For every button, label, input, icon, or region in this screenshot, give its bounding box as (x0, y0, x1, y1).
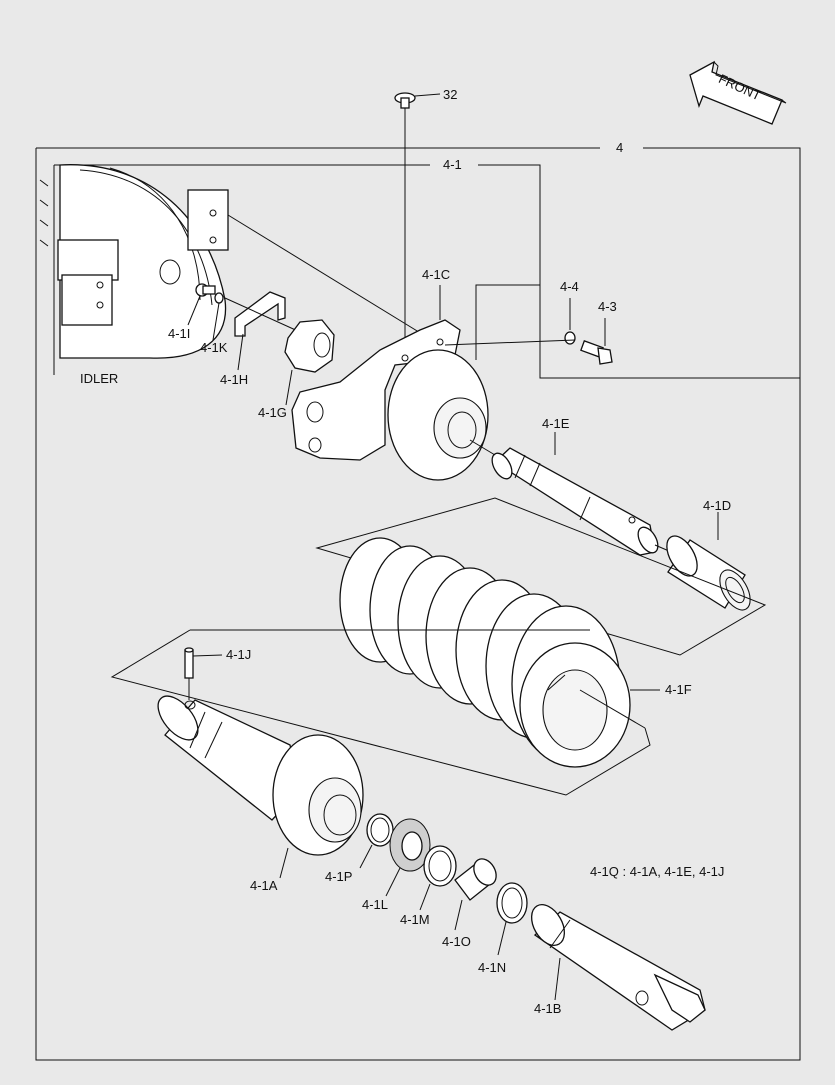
part-4-1L-bearing (385, 818, 431, 897)
part-4-1K-washer (212, 292, 224, 341)
part-4-3-bolt (580, 318, 613, 365)
part-4-1A-rod (157, 695, 364, 879)
label-4-1P: 4-1P (325, 869, 352, 884)
label-4-1J: 4-1J (226, 647, 251, 662)
outer-frame (35, 147, 801, 1061)
label-4-1E: 4-1E (542, 416, 570, 431)
part-4-1O-bushing (454, 858, 497, 931)
label-4-3: 4-3 (598, 299, 617, 314)
note-4-1Q: 4-1Q : 4-1A, 4-1E, 4-1J (590, 864, 724, 879)
part-4-4-washer (564, 298, 576, 345)
label-4-1G: 4-1G (258, 405, 287, 420)
part-4-1E-rod (469, 432, 691, 561)
label-4-1B: 4-1B (534, 1001, 561, 1016)
label-4-1D: 4-1D (703, 498, 731, 513)
idler-label: IDLER (80, 371, 118, 386)
part-4-1H-bracket (234, 291, 286, 371)
part-4-1P-snap-ring (359, 813, 394, 869)
part-4-1J-pin (184, 647, 223, 700)
part-4-1G-nut (284, 319, 335, 406)
label-4-1I: 4-1I (168, 326, 190, 341)
label-4-1K: 4-1K (200, 340, 228, 355)
label-4-1: 4-1 (443, 157, 462, 172)
part-4-1F-spring (339, 537, 660, 768)
label-4-1A: 4-1A (250, 878, 278, 893)
label-4-1H: 4-1H (220, 372, 248, 387)
part-4-1D-bushing (666, 512, 751, 611)
front-arrow-icon: FRONT (689, 60, 787, 125)
part-4-1N-ring (496, 882, 528, 956)
label-32: 32 (443, 87, 457, 102)
label-4: 4 (616, 140, 623, 155)
label-4-4: 4-4 (560, 279, 579, 294)
idler-wheel (39, 164, 229, 359)
label-4-1F: 4-1F (665, 682, 692, 697)
part-4-1B-piston (530, 904, 706, 1031)
inner-frame (478, 164, 800, 379)
part-32-bolt (394, 92, 441, 355)
label-4-1C: 4-1C (422, 267, 450, 282)
part-4-1I-bolt (187, 283, 216, 326)
label-4-1M: 4-1M (400, 912, 430, 927)
label-4-1L: 4-1L (362, 897, 388, 912)
label-4-1N: 4-1N (478, 960, 506, 975)
part-4-1M-ring (419, 845, 457, 911)
part-4-1C-yoke (291, 285, 489, 481)
label-4-1O: 4-1O (442, 934, 471, 949)
